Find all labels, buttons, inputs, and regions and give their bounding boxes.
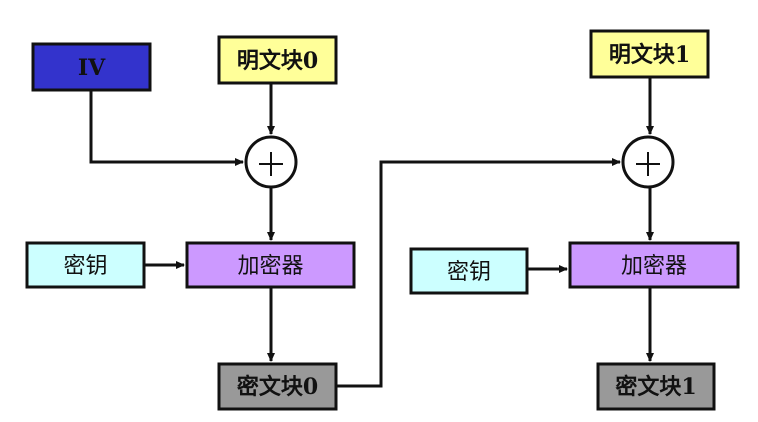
plaintext1-box — [589, 29, 710, 79]
key0-label: 密钥 — [63, 254, 107, 279]
iv-label: IV — [78, 55, 106, 81]
plaintext1-node: 明文块1 — [589, 29, 710, 79]
iv-node: IV — [31, 42, 152, 92]
ciphertext0-label: 密文块0 — [237, 374, 318, 400]
key1-node: 密钥 — [409, 247, 529, 295]
ciphertext1-node: 密文块1 — [596, 362, 716, 411]
plaintext0-node: 明文块0 — [217, 35, 338, 85]
encryptor0-label: 加密器 — [237, 254, 303, 279]
plaintext0-box — [217, 35, 338, 85]
encryptor1-label: 加密器 — [621, 254, 687, 279]
key0-node: 密钥 — [25, 241, 146, 289]
encryptor0-node: 加密器 — [185, 241, 356, 289]
encryptor1-box — [568, 241, 740, 289]
key0-box — [25, 241, 146, 289]
ciphertext0-box — [217, 362, 338, 411]
ciphertext1-label: 密文块1 — [615, 374, 696, 400]
encryptor1-node: 加密器 — [568, 241, 740, 289]
xor1-node — [621, 135, 675, 189]
edge-iv-to-xor0 — [89, 90, 244, 166]
encryptor0-box — [185, 241, 356, 289]
xor0-node — [244, 135, 298, 189]
ciphertext0-node: 密文块0 — [217, 362, 338, 411]
plaintext1-label: 明文块1 — [609, 42, 690, 68]
key1-label: 密钥 — [447, 260, 491, 285]
ciphertext1-box — [596, 362, 716, 411]
key1-box — [409, 247, 529, 295]
edge-ciphertext0-to-xor1 — [336, 158, 621, 388]
iv-box — [31, 42, 152, 92]
plaintext0-label: 明文块0 — [237, 48, 318, 74]
connectors — [89, 77, 654, 388]
